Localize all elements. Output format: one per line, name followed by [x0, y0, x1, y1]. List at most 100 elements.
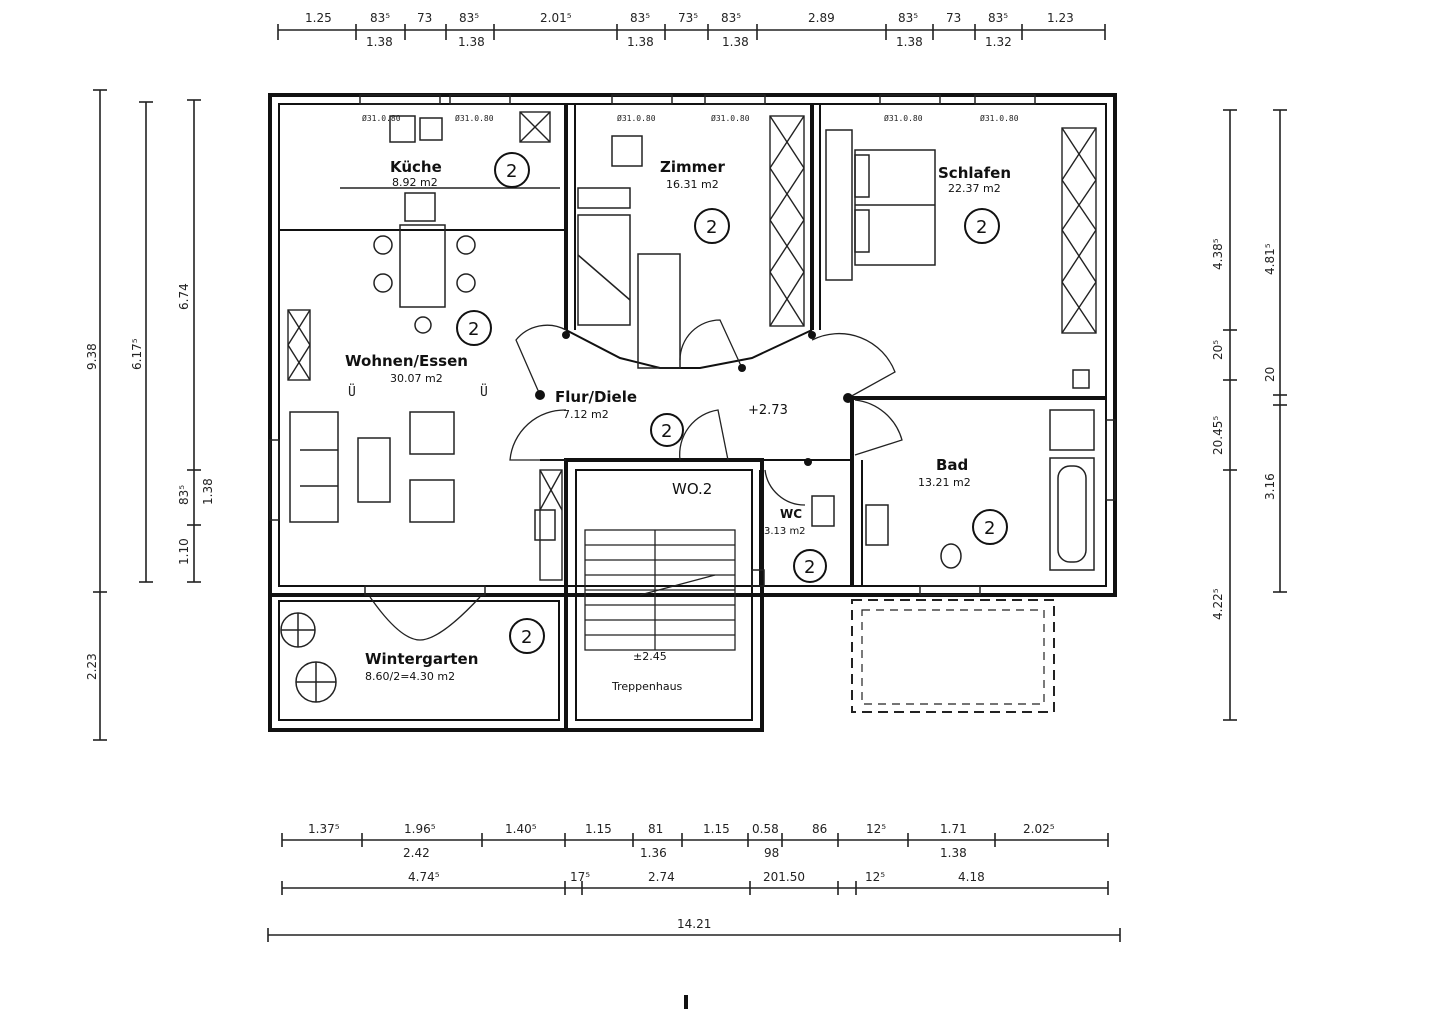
dim-top-10: 83⁵ — [898, 11, 918, 25]
dim-left-inner-1: 6.74 — [177, 283, 191, 310]
window-schlafen-1 — [879, 94, 941, 105]
kitchen-furniture — [340, 111, 560, 222]
stove-icon — [534, 509, 556, 541]
door-swing — [811, 332, 896, 399]
right-dimension-chains: 4.38⁵ 20⁵ 20.45⁵ 4.22⁵ 4.81⁵ 20 3.16 — [1211, 109, 1287, 721]
wardrobe-icon — [1061, 127, 1097, 334]
nightstand-icon — [825, 129, 853, 281]
chair-icon — [373, 273, 393, 293]
dim-top-sub-4: 1.38 — [722, 35, 749, 49]
dim-top-9: 2.89 — [808, 11, 835, 25]
door-handle — [804, 458, 812, 466]
dim-bot-sub-1: 2.42 — [403, 846, 430, 860]
window-label-zimmer-2: Ø31.0.80 — [711, 113, 750, 123]
unit-marker — [972, 509, 1008, 545]
windows: Ø31.0.80 Ø31.0.80 Ø31.0.80 Ø31.0.80 Ø31.… — [269, 94, 1116, 596]
dim-left-outer-2: 2.23 — [85, 653, 99, 680]
unit-marker — [456, 310, 492, 346]
door-swing — [764, 469, 806, 506]
vent-label-2: Ü — [480, 383, 488, 400]
coffee-table — [357, 437, 391, 503]
dim-top-2: 83⁵ — [370, 11, 390, 25]
chair-icon — [456, 235, 476, 255]
wardrobe-icon — [769, 115, 805, 327]
stove-icon — [389, 115, 416, 143]
window-schlafen-2 — [974, 94, 1036, 105]
window-bad-bottom — [919, 585, 981, 596]
unit-marker-label: 2 — [706, 217, 717, 238]
unit-marker — [793, 549, 827, 583]
bathroom-furniture — [865, 409, 1095, 571]
unit-marker-label: 2 — [804, 557, 815, 578]
unit-marker-label: 2 — [521, 627, 532, 648]
dim-bot-5: 81 — [648, 822, 663, 836]
dim-top-7: 73⁵ — [678, 11, 698, 25]
door-handle — [562, 331, 570, 339]
top-dimension-chain: 1.25 83⁵ 73 83⁵ 2.01⁵ 83⁵ 73⁵ 83⁵ 2.89 8… — [277, 11, 1106, 49]
bottom-dimension-chains: 1.37⁵ 1.96⁵ 1.40⁵ 1.15 81 1.15 0.58 86 1… — [267, 822, 1121, 942]
dim-bot-8: 86 — [812, 822, 827, 836]
room-labels: Küche 8.92 m2 2 Zimmer 16.31 m2 2 Schlaf… — [345, 152, 1011, 693]
dim-top-6: 83⁵ — [630, 11, 650, 25]
wintergarten-furniture — [280, 596, 481, 703]
dim-top-4: 83⁵ — [459, 11, 479, 25]
dim-bot-1: 1.37⁵ — [308, 822, 340, 836]
unit-marker-label: 2 — [976, 217, 987, 238]
door-swing — [679, 319, 743, 369]
floor-level: +2.73 — [748, 403, 788, 418]
window-wohnen-side — [269, 439, 280, 521]
dim-top-3: 73 — [417, 11, 432, 25]
staircase — [584, 529, 736, 651]
chair-icon — [414, 316, 432, 334]
dim-right-inner-3: 20.45⁵ — [1211, 416, 1225, 455]
room-name-bad: Bad — [936, 456, 968, 474]
dim-top-5: 2.01⁵ — [540, 11, 572, 25]
dim-top-13: 1.23 — [1047, 11, 1074, 25]
dim-bot-7: 0.58 — [752, 822, 779, 836]
unit-marker-label: 2 — [506, 161, 517, 182]
cabinet-icon — [519, 111, 551, 143]
dim-top-sub-5: 1.38 — [896, 35, 923, 49]
armchair-icon — [409, 479, 455, 523]
window-wintergarten — [364, 585, 486, 596]
dining-table — [399, 224, 446, 308]
door-swing — [515, 324, 567, 396]
unit-marker — [494, 152, 530, 188]
dim-bot-3: 1.40⁵ — [505, 822, 537, 836]
chair-icon — [373, 235, 393, 255]
dim-bot-10: 1.71 — [940, 822, 967, 836]
dim-bot-6: 1.15 — [703, 822, 730, 836]
door-swing — [854, 399, 903, 456]
window-label-schlafen-1: Ø31.0.80 — [884, 113, 923, 123]
unit-marker-label: 2 — [468, 319, 479, 340]
left-dimension-chains: 9.38 2.23 6.17⁵ 6.74 83⁵ 1.38 1.10 — [85, 89, 215, 741]
shelf-icon — [287, 309, 311, 381]
chair-icon — [456, 273, 476, 293]
zimmer-furniture — [577, 115, 805, 369]
dim-top-8: 83⁵ — [721, 11, 741, 25]
dim-top-11: 73 — [946, 11, 961, 25]
duct-icon — [751, 569, 765, 587]
wardrobe-icon — [539, 469, 563, 581]
window-zimmer-2 — [704, 94, 766, 105]
sofa-icon — [289, 411, 339, 523]
dim-top-12: 83⁵ — [988, 11, 1008, 25]
dim-bot-sub-4: 1.38 — [940, 846, 967, 860]
room-name-wc: WC — [780, 507, 802, 521]
dim-right-inner-2: 20⁵ — [1211, 340, 1225, 360]
stair-level: ±2.45 — [633, 650, 667, 663]
unit-marker — [694, 208, 730, 244]
room-area-wohnen: 30.07 m2 — [390, 372, 443, 385]
stair-arrow — [639, 574, 716, 596]
dim-top-1: 1.25 — [305, 11, 332, 25]
dim-bot-11: 2.02⁵ — [1023, 822, 1055, 836]
door-swing — [679, 409, 729, 461]
room-area-wc: 3.13 m2 — [764, 526, 806, 537]
room-name-treppe: Treppenhaus — [611, 680, 683, 693]
dim-bot3-6: 4.18 — [958, 870, 985, 884]
room-name-schlafen: Schlafen — [938, 164, 1011, 182]
dim-right-outer-2: 20 — [1263, 367, 1277, 382]
dim-left-mid: 6.17⁵ — [130, 338, 144, 370]
door-handle — [535, 390, 545, 400]
dim-right-inner-4: 4.22⁵ — [1211, 588, 1225, 620]
